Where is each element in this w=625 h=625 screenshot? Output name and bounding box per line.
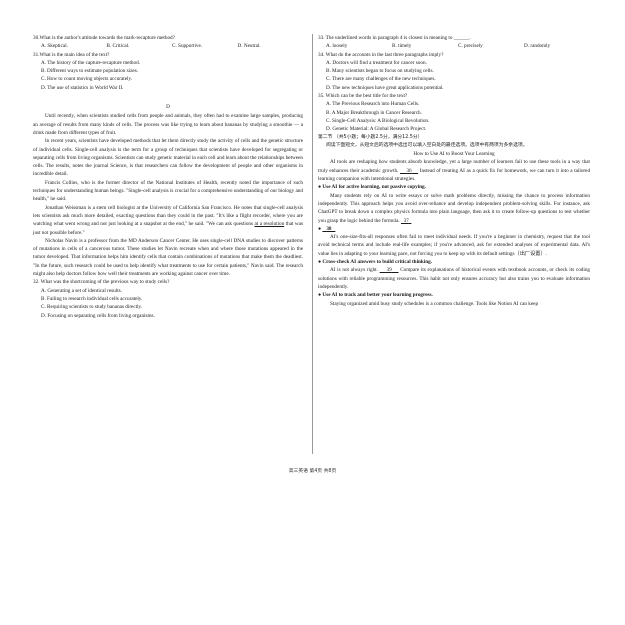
passage-d-paragraph-2: In recent years, scientists have develop… [33,138,303,178]
option-b[interactable]: B. Failing to research individual cells … [41,295,143,302]
option-d[interactable]: D. Neutral. [237,43,261,50]
subheading-1: ● Use AI for active learning, not passiv… [318,184,426,191]
option-d[interactable]: D. The new techniques have great applica… [326,84,444,91]
intro-rest: Instead of treating AI as a quick fix fo… [318,167,591,183]
blank-38-number: 38 [326,225,332,232]
option-c[interactable]: C. precisely [458,43,483,50]
blank-39-number: 39 [386,267,392,274]
underlined-phrase: at a resolution [254,221,285,228]
blank-37-number: 37 [403,217,409,224]
subheading-2: ● 38 [318,225,590,233]
option-b[interactable]: B. Critical. [106,43,130,50]
blank-36-number: 36 [406,167,412,174]
option-c[interactable]: C. There are many challenges of the new … [326,76,436,83]
question-30-options: A. Skeptical. B. Critical. C. Supportive… [33,42,303,50]
option-c[interactable]: C. Supportive. [172,43,203,50]
column-divider [312,34,313,454]
passage-paragraph-4: Staying organized amid busy study schedu… [330,300,539,307]
option-a[interactable]: A. Doctors will find a treatment for can… [326,59,427,66]
option-d[interactable]: D. Focusing on separating cells from liv… [41,312,155,319]
section-d-label: D [166,104,170,111]
blank-37[interactable]: 37 [401,218,411,224]
section-2-instruction: 阅读下面短文，从短文后的选项中选出可以填入空白处的最佳选项。选项中有两项为多余选… [326,142,528,148]
passage-paragraph-3: AI is not always right. 39 Compare its e… [318,266,590,291]
option-a[interactable]: A. loosely [326,43,348,50]
question-33-stem: 33. The underlined words in paragraph 4 … [318,35,471,41]
question-33-options: A. loosely B. timely C. precisely D. ran… [318,42,590,50]
option-a[interactable]: A. Skeptical. [41,43,68,50]
passage-title: How to Use AI to Boost Your Learning [413,151,495,158]
option-c[interactable]: C. Requiring scientists to study bananas… [41,304,143,311]
question-34-stem: 34. What do the accounts in the last thr… [318,51,444,58]
option-b[interactable]: B. timely [392,43,412,50]
option-d[interactable]: D. randomly [524,43,551,50]
page-footer: 高三英语 第4页 共8页 [288,469,337,474]
passage-d-paragraph-5: Nicholas Navin is a professor from the M… [33,237,303,278]
paragraph-3-start: AI is not always right. [330,267,378,274]
intro-text: AI tools are reshaping how students abso… [318,159,590,174]
blank-36[interactable]: 36 [400,168,418,174]
option-b[interactable]: B. A Major Breakthrough in Cancer Resear… [326,109,422,116]
subheading-3: ● Cross-check AI answers to build critic… [318,259,432,266]
left-column: 30.What is the author's attitude towards… [33,34,303,320]
option-a[interactable]: A. Generating a set of identical results… [41,287,122,294]
passage-d-paragraph-1: Until recently, when scientists studied … [33,113,303,136]
question-31-stem: 31.What is the main idea of the text? [33,51,110,58]
paragraph-3-rest: Compare its explanations of historical e… [318,267,591,290]
blank-39[interactable]: 39 [380,267,399,273]
option-c[interactable]: C. Single-Cell Analysis: A Biological Re… [326,117,430,124]
option-d[interactable]: D. The use of statistics in World War II… [41,84,124,91]
passage-paragraph-2: AI's one-size-fits-all responses often f… [318,234,590,257]
question-32-stem: 32. What was the shortcoming of the prev… [33,279,170,286]
option-a[interactable]: A. The Previous Research into Human Cell… [326,101,420,108]
passage-intro: AI tools are reshaping how students abso… [318,158,590,183]
question-35-stem: 35. Which can be the best title for the … [318,93,408,100]
subheading-4: ● Use AI to track and better your learni… [318,292,433,299]
option-b[interactable]: B. Many scientists began to focus on stu… [326,68,434,75]
question-30-stem: 30.What is the author's attitude towards… [33,35,175,41]
section-2-header: 第二节 （共5小题；每小题2.5分，满分12.5分） [318,134,423,140]
option-b[interactable]: B. Different ways to estimate population… [41,68,139,75]
paragraph-1-text: Many students rely on AI to write essays… [318,192,590,224]
option-c[interactable]: C. How to count moving objects accuratel… [41,76,132,83]
right-column: 33. The underlined words in paragraph 4 … [318,34,590,308]
passage-paragraph-1: Many students rely on AI to write essays… [318,192,590,225]
passage-d-paragraph-4: Jonathan Weissman is a stem cell biologi… [33,204,303,236]
blank-38[interactable]: 38 [322,226,335,232]
option-d[interactable]: D. Genetic Material: A Global Research P… [326,126,427,133]
passage-d-paragraph-3: Francis Collins, who is the former direc… [33,179,303,203]
option-a[interactable]: A. The history of the capture-recapture … [41,59,141,66]
